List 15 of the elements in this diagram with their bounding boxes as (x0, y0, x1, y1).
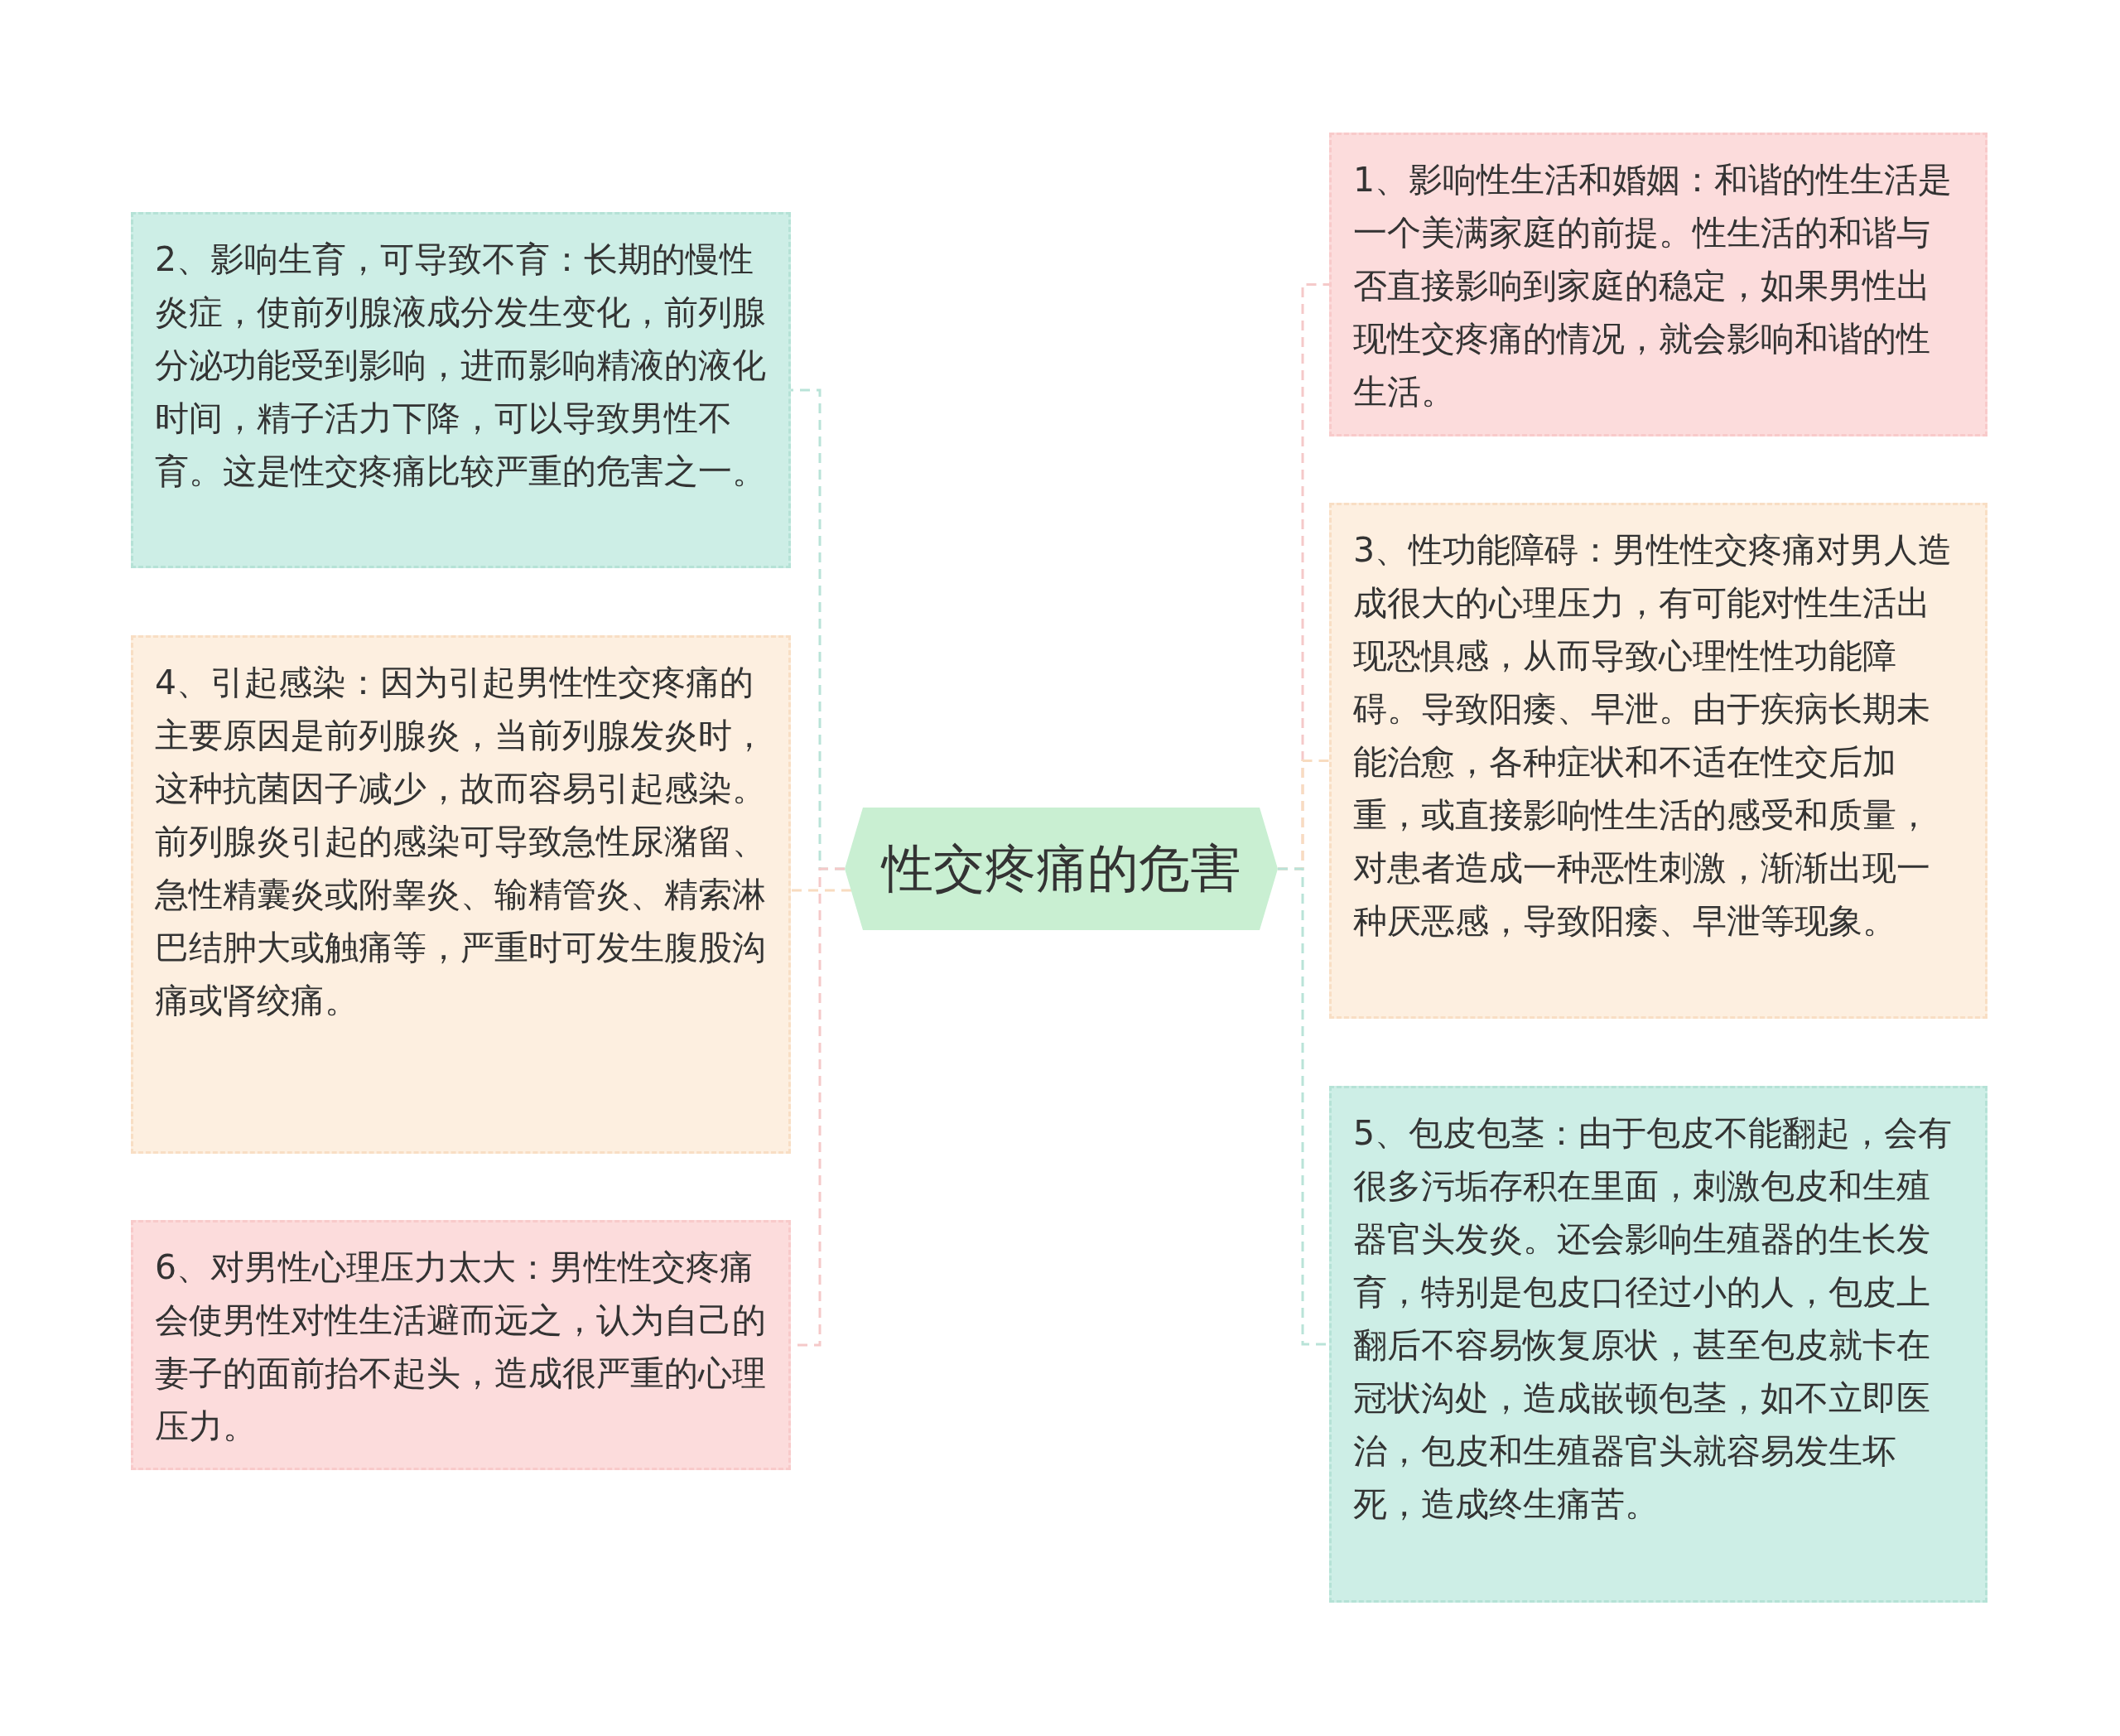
card-text: 1、影响性生活和婚姻：和谐的性生活是一个美满家庭的前提。性生活的和谐与否直接影响到家庭的稳定，如果男性出现性交疼痛的情况，就会影响和谐的性生活。 (1353, 159, 1954, 413)
text-card (1329, 503, 1988, 1019)
text-card (131, 1220, 791, 1470)
topic-hexagon (845, 808, 1278, 930)
text-card (1329, 133, 1988, 436)
card-text: 2、影响生育，可导致不育：长期的慢性炎症，使前列腺液成分发生变化，前列腺分泌功能受到影响，进而影响精液的液化时间，精子活力下降，可以导致男性不育。这是性交疼痛比较严重的危害之一。 (155, 239, 767, 493)
card-text: 5、包皮包茎：由于包皮不能翻起，会有很多污垢存积在里面，刺激包皮和生殖器官头发炎。还会影响生殖器的生长发育，特别是包皮口径过小的人，包皮上翻后不容易恢复原状，甚至包皮就卡在冠状沟处，造成嵌顿包茎，如不立即医治，包皮和生殖器官头就容易发生坏死，造成终生痛苦。 (1353, 1112, 1954, 1526)
text-card (131, 212, 791, 568)
topic-text: 性交疼痛的危害 (881, 837, 1241, 900)
card-text: 6、对男性心理压力太大：男性性交疼痛会使男性对性生活避而远之，认为自己的妻子的面前抬不起头，造成很严重的心理压力。 (155, 1247, 767, 1448)
card-text: 4、引起感染：因为引起男性性交疼痛的主要原因是前列腺炎，当前列腺发炎时，这种抗菌因子减少，故而容易引起感染。前列腺炎引起的感染可导致急性尿潴留、急性精囊炎或附睾炎、输精管炎、精索淋巴结肿大或触痛等，严重时可发生腹股沟痛或肾绞痛。 (155, 662, 767, 1022)
connector-line (791, 889, 851, 892)
card-text: 3、性功能障碍：男性性交疼痛对男人造成很大的心理压力，有可能对性生活出现恐惧感，从而导致心理性性功能障碍。导致阳痿、早泄。由于疾病长期未能治愈，各种症状和不适在性交后加重，或直接影响性生活的感受和质量，对患者造成一种恶性刺激，渐渐出现一种厌恶感，导致阳痿、早泄等现象。 (1353, 529, 1954, 943)
text-card (1329, 1086, 1988, 1603)
text-card (131, 635, 791, 1154)
